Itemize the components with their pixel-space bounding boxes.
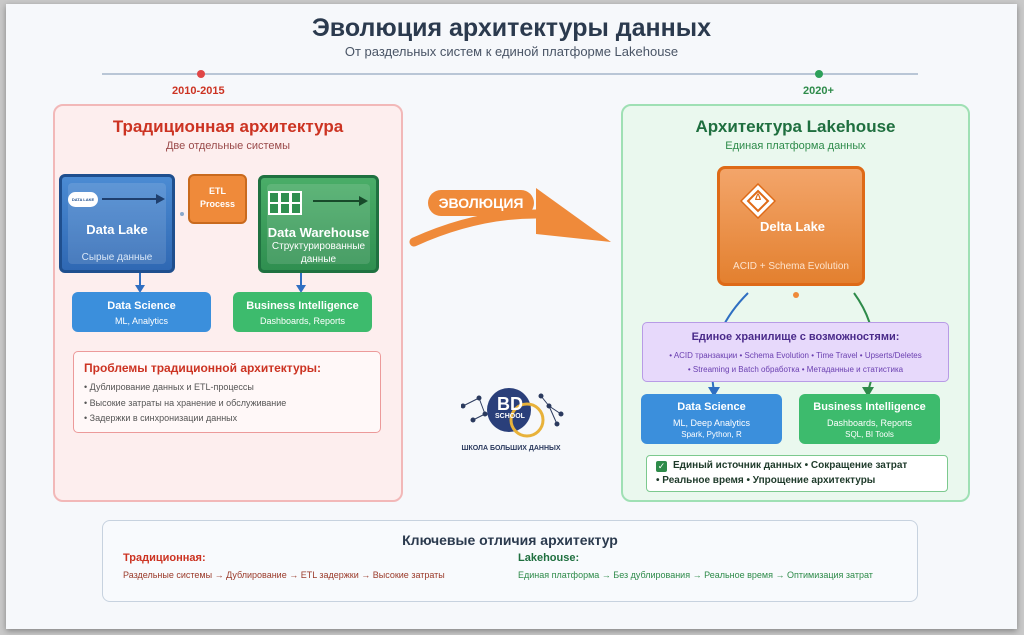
logo-text-1: BD [497,394,523,414]
problems-title: Проблемы традиционной архитектуры: [84,361,322,375]
year-left: 2010-2015 [172,85,225,97]
table-grid-icon [268,191,302,215]
data-warehouse-name: Data Warehouse [267,225,370,240]
data-warehouse-desc-2: данные [300,254,337,265]
arrow-right-icon [102,194,165,204]
data-science-box: Data Science ML, Analytics [72,292,211,332]
timeline-dot-left [197,70,205,78]
checkmark-icon: ✓ [656,461,667,472]
storage-line-1: • ACID транзакции • Schema Evolution • T… [669,351,922,360]
lakehouse-data-science-desc-2: Spark, Python, R [681,430,742,439]
timeline-dot-right [815,70,823,78]
benefits-box: ✓ Единый источник данных • Сокращение за… [646,455,948,492]
evolution-label: ЭВОЛЮЦИЯ [428,190,534,216]
data-warehouse-desc-1: Структурированные [271,241,366,252]
lakehouse-data-science-box: Data Science ML, Deep Analytics Spark, P… [641,394,782,444]
problem-item: • Дублирование данных и ETL-процессы [84,382,254,392]
arrow-down-icon [135,273,145,293]
problems-box: Проблемы традиционной архитектуры: • Дуб… [73,351,381,433]
benefits-line-2: • Реальное время • Упрощение архитектуры [656,475,876,486]
lakehouse-business-intelligence-name: Business Intelligence [813,401,926,413]
unified-storage-box: Единое хранилище с возможностями: • ACID… [642,322,949,382]
year-right: 2020+ [803,85,834,97]
data-lake-logo: DATA LAKE [68,192,98,207]
lakehouse-business-intelligence-desc-1: Dashboards, Reports [826,418,913,428]
arrow-down-icon [296,273,306,293]
data-lake-name: Data Lake [86,222,148,237]
problem-item: • Задержки в синхронизации данных [84,413,238,423]
lakehouse-label: Lakehouse: [518,552,580,564]
data-lake-box: DATA LAKE Data Lake Сырые данные [59,174,175,273]
arrow-right-icon [313,196,368,206]
connector-dot [793,292,799,298]
lakehouse-business-intelligence-desc-2: SQL, BI Tools [845,430,894,439]
business-intelligence-name: Business Intelligence [246,300,359,312]
delta-lake-name: Delta Lake [760,219,826,234]
traditional-subtitle: Две отдельные системы [165,140,290,152]
logo-caption: ШКОЛА БОЛЬШИХ ДАННЫХ [461,445,561,452]
business-intelligence-desc: Dashboards, Reports [259,316,346,326]
page-title: Эволюция архитектуры данных [312,14,711,42]
data-warehouse-box: Data Warehouse Структурированные данные [258,175,379,273]
traditional-label: Традиционная: [123,552,206,564]
connector-dot [180,212,184,216]
timeline [102,73,918,75]
data-lake-desc: Сырые данные [81,252,153,263]
benefits-line-1: Единый источник данных • Сокращение затр… [673,460,908,471]
lakehouse-subtitle: Единая платформа данных [725,140,866,152]
problem-item: • Высокие затраты на хранение и обслужив… [84,398,287,408]
key-differences-box: Ключевые отличия архитектур Традиционная… [102,520,918,602]
business-intelligence-box: Business Intelligence Dashboards, Report… [233,292,372,332]
data-science-name: Data Science [107,300,176,312]
traditional-summary: Раздельные системы → Дублирование → ETL … [123,570,445,580]
delta-lake-box: Δ Delta Lake ACID + Schema Evolution [717,166,865,286]
lakehouse-summary: Единая платформа → Без дублирования → Ре… [518,570,873,580]
etl-box: ETL Process [188,174,247,224]
lakehouse-data-science-name: Data Science [677,401,746,413]
etl-line2: Process [199,199,236,209]
lakehouse-data-science-desc-1: ML, Deep Analytics [672,418,751,428]
canvas: Эволюция архитектуры данных От раздельны… [6,4,1017,629]
key-differences-title: Ключевые отличия архитектур [402,532,618,548]
etl-line1: ETL [209,186,226,196]
logo-text-2: SCHOOL [495,413,525,420]
delta-diamond-icon [740,183,776,219]
bd-school-logo [461,388,564,438]
delta-lake-desc: ACID + Schema Evolution [733,261,849,272]
traditional-title: Традиционная архитектура [112,117,344,136]
storage-line-2: • Streaming и Batch обработка • Метаданн… [687,365,904,374]
storage-title: Единое хранилище с возможностями: [691,331,900,343]
data-science-desc: ML, Analytics [114,316,169,326]
lakehouse-business-intelligence-box: Business Intelligence Dashboards, Report… [799,394,940,444]
delta-logo-letter: Δ [754,192,762,202]
lakehouse-title: Архитектура Lakehouse [695,117,896,136]
page-subtitle: От раздельных систем к единой платформе … [344,44,679,59]
